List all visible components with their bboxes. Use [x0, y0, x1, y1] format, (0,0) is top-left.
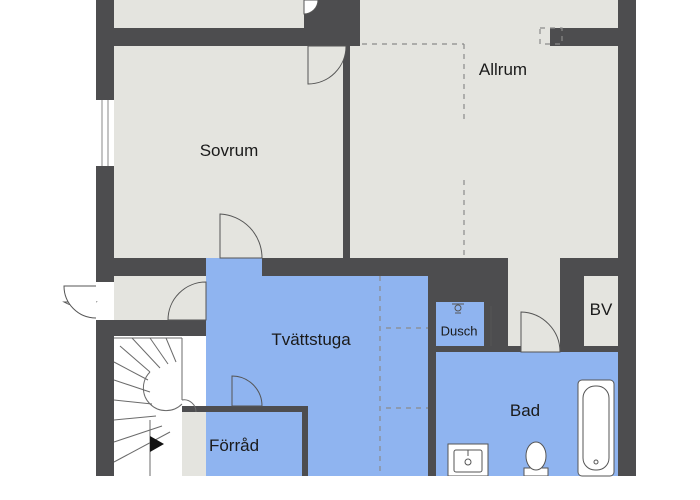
door-sovrum	[307, 45, 347, 85]
tvattstuga-floor-left	[206, 258, 308, 476]
wall-bv-top	[560, 258, 618, 276]
wall-forrad-top-left	[182, 406, 206, 412]
wall-sovrum-allrum	[343, 46, 350, 258]
stair-floor	[114, 336, 182, 476]
allrum-opening-floor	[360, 28, 550, 46]
door-tvattstuga	[219, 213, 263, 259]
tvattstuga-floor-right	[308, 276, 428, 476]
fixtures	[447, 303, 615, 477]
upper-right-room-floor	[343, 0, 618, 28]
room-label-forrad: Förråd	[208, 436, 260, 455]
wall-dusch-right	[484, 302, 502, 352]
allrum-floor	[350, 46, 618, 258]
upper-left-room-floor	[114, 0, 304, 28]
bottom-margin	[200, 476, 550, 500]
wall-hall-left	[502, 276, 508, 352]
wall-entry-top	[114, 258, 206, 276]
stair-floor-upper	[182, 336, 206, 412]
entry-door-gap	[96, 282, 114, 320]
wall-forrad-top	[206, 406, 306, 412]
wall-stair-top	[114, 320, 206, 336]
dashed-lines	[362, 27, 563, 476]
bathtub-icon	[577, 379, 615, 477]
door-entry-inner	[167, 281, 207, 321]
door-exterior	[63, 285, 97, 319]
wall-sovrum-top	[114, 28, 360, 46]
bv-floor	[584, 276, 618, 346]
wall-allrum-top-right	[550, 28, 618, 46]
door-forrad	[231, 375, 263, 407]
room-label-sovrum: Sovrum	[199, 141, 259, 160]
room-label-allrum: Allrum	[478, 60, 528, 79]
shower-icon	[452, 303, 464, 314]
sink-icon	[447, 443, 489, 477]
room-label-tvattstuga: Tvättstuga	[271, 330, 351, 349]
door-bad	[520, 311, 561, 353]
room-label-dusch: Dusch	[440, 323, 478, 339]
window-sovrum	[96, 100, 114, 166]
door-upper	[303, 0, 319, 15]
wall-forrad-right	[302, 406, 308, 476]
wall-dusch-top	[436, 294, 502, 302]
room-label-bad: Bad	[509, 401, 541, 420]
wall-tvatt-top	[262, 258, 508, 276]
wall-tvatt-bad	[428, 276, 436, 476]
wall-bv-left	[560, 276, 584, 346]
floors	[114, 0, 618, 476]
room-label-bv: BV	[589, 300, 613, 319]
stairs	[113, 337, 197, 476]
stair-arrow-icon	[150, 436, 164, 452]
